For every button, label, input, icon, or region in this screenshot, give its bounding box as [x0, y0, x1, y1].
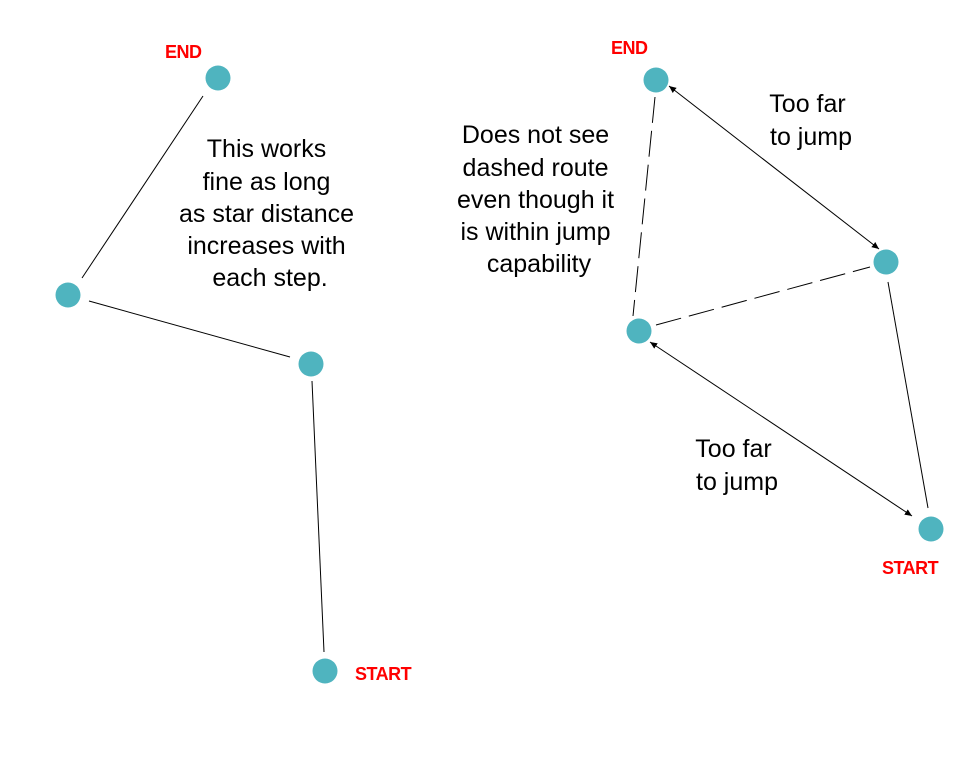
left-end-label: END — [165, 42, 202, 62]
left-node-start — [312, 658, 338, 684]
right-note-dashed: Does not see dashed route even though it… — [457, 121, 621, 278]
right-note-too-far-top: Too far to jump — [769, 90, 852, 151]
right-note-dashed-line: capability — [487, 250, 592, 278]
left-diagram: END START This works fine as long as sta… — [55, 42, 412, 684]
left-note: This works fine as long as star distance… — [179, 135, 361, 292]
right-note-dashed-line: is within jump — [460, 218, 610, 246]
left-note-line: increases with — [187, 232, 345, 260]
right-dashed-edge-left-to-right — [655, 266, 871, 326]
right-start-label: START — [882, 558, 939, 578]
left-edge-end-to-mid — [81, 95, 204, 279]
right-node-end — [643, 67, 669, 93]
left-edge-mid-to-right — [88, 300, 291, 358]
right-note-too-far-bottom: Too far to jump — [695, 435, 778, 496]
right-arrow-end-to-right — [668, 85, 880, 250]
right-arrow-left-to-start — [649, 341, 913, 517]
left-note-line: as star distance — [179, 200, 354, 228]
left-node-mid — [55, 282, 81, 308]
left-note-line: This works — [207, 135, 326, 163]
left-note-line: fine as long — [203, 168, 331, 196]
right-node-left — [626, 318, 652, 344]
right-edge-right-to-start — [887, 281, 929, 509]
right-note-dashed-line: Does not see — [462, 121, 609, 149]
right-note-dashed-line: even though it — [457, 186, 614, 214]
right-note-bottom-line: Too far — [695, 435, 771, 463]
left-note-line: each step. — [212, 264, 327, 292]
left-node-end — [205, 65, 231, 91]
left-edge-right-to-start — [311, 380, 325, 653]
left-start-label: START — [355, 664, 412, 684]
right-end-label: END — [611, 38, 648, 58]
right-diagram: END START Does not see dashed route even… — [457, 38, 944, 578]
right-note-dashed-line: dashed route — [463, 154, 609, 182]
right-node-start — [918, 516, 944, 542]
right-node-right — [873, 249, 899, 275]
left-node-right — [298, 351, 324, 377]
right-note-bottom-line: to jump — [696, 468, 778, 496]
right-note-top-line: Too far — [769, 90, 845, 118]
right-note-top-line: to jump — [770, 123, 852, 151]
right-dashed-edge-end-to-left — [632, 96, 656, 317]
